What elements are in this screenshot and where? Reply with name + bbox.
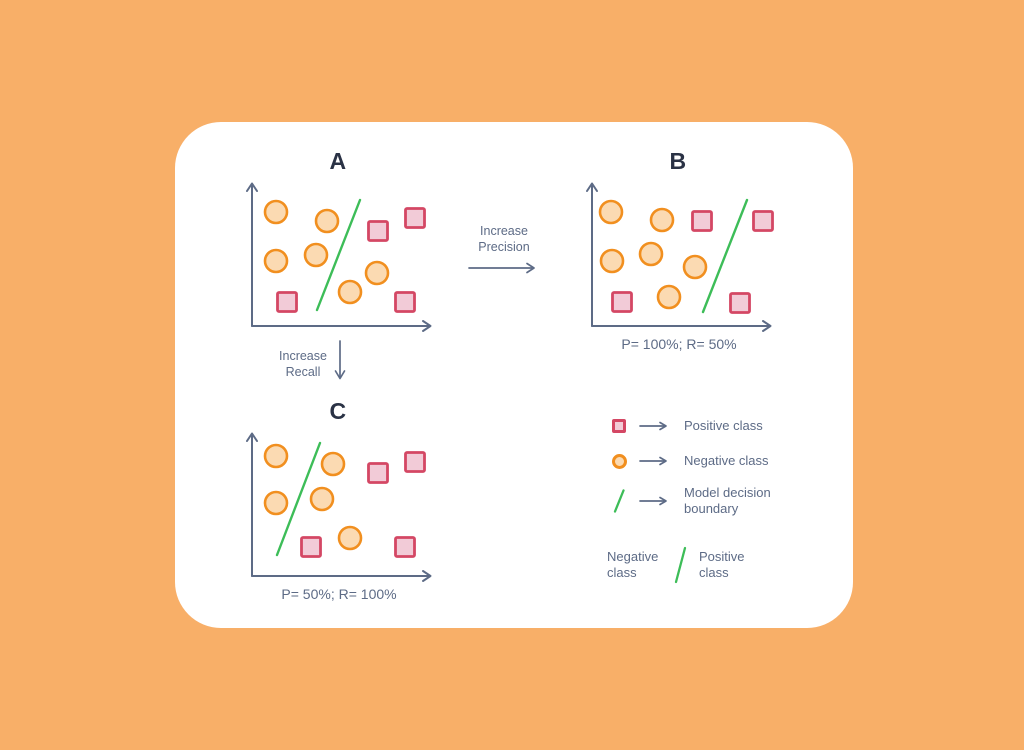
x-axis-arrowhead-icon — [422, 320, 432, 332]
negative-class-point — [314, 208, 340, 234]
negative-class-point — [649, 207, 675, 233]
negative-class-point — [364, 260, 390, 286]
negative-class-point — [263, 490, 289, 516]
y-axis-arrowhead-icon — [246, 182, 258, 192]
negative-class-point — [309, 486, 335, 512]
region-label-positive: Positive class — [699, 549, 745, 580]
negative-class-point — [263, 248, 289, 274]
legend-label-boundary: Model decision boundary — [684, 485, 771, 516]
panel-b-title: B — [669, 148, 687, 174]
negative-class-point — [337, 279, 363, 305]
flow-increase-precision: Increase Precision — [454, 224, 554, 274]
positive-class-point — [404, 451, 426, 473]
positive-class-point — [729, 292, 751, 314]
arrow-right-icon — [639, 456, 667, 466]
panel-c-plot — [246, 432, 432, 582]
positive-class-point — [404, 207, 426, 229]
infographic-card: A Increase Precision B P= 100%; R= 50% I… — [175, 122, 853, 628]
increase-recall-label: Increase Recall — [279, 349, 327, 379]
negative-class-point — [303, 242, 329, 268]
panel-b: B P= 100%; R= 50% — [583, 146, 779, 352]
decision-boundary-line — [275, 441, 322, 557]
positive-class-point — [367, 220, 389, 242]
y-axis-arrowhead-icon — [586, 182, 598, 192]
negative-class-point — [598, 199, 624, 225]
flow-increase-recall: Increase Recall — [261, 349, 345, 380]
negative-class-point — [682, 254, 708, 280]
negative-class-point — [337, 525, 363, 551]
negative-class-point — [638, 241, 664, 267]
increase-recall-arrow-icon — [334, 340, 346, 380]
legend-item-decision-boundary: Model decision boundary — [607, 485, 807, 517]
legend-item-positive-class: Positive class — [607, 415, 807, 437]
increase-precision-arrow-icon — [468, 262, 535, 274]
panel-a-title: A — [329, 148, 347, 174]
legend-label-positive: Positive class — [684, 418, 763, 433]
x-axis-arrowhead-icon — [422, 570, 432, 582]
decision-boundary-slash-icon — [674, 546, 687, 584]
decision-boundary-line — [315, 198, 362, 312]
decision-boundary-line — [701, 198, 749, 314]
region-label-negative: Negative class — [607, 549, 659, 580]
positive-class-point — [367, 462, 389, 484]
increase-precision-label: Increase Precision — [478, 224, 530, 254]
positive-class-point — [752, 210, 774, 232]
legend: Positive class Negative class Model deci… — [607, 415, 807, 585]
panel-a: A — [243, 146, 439, 332]
positive-class-point — [394, 291, 416, 313]
negative-class-point — [656, 284, 682, 310]
arrow-right-icon — [639, 496, 667, 506]
panel-b-plot — [586, 182, 774, 332]
positive-class-point — [276, 291, 298, 313]
panel-c-title: C — [329, 398, 347, 424]
negative-class-point — [599, 248, 625, 274]
panel-c-metrics: P= 50%; R= 100% — [281, 586, 397, 602]
negative-class-point — [263, 199, 289, 225]
panel-a-plot — [246, 182, 432, 332]
legend-item-negative-class: Negative class — [607, 450, 807, 472]
legend-regions: Negative class Positive class — [607, 545, 807, 585]
positive-class-point — [691, 210, 713, 232]
decision-boundary-slash-icon — [613, 489, 625, 513]
negative-class-point — [263, 443, 289, 469]
positive-class-point — [394, 536, 416, 558]
positive-class-point — [300, 536, 322, 558]
arrow-right-icon — [639, 421, 667, 431]
positive-class-point — [611, 291, 633, 313]
panel-c: C P= 50%; R= 100% — [243, 396, 439, 602]
positive-class-square-icon — [612, 419, 626, 433]
negative-class-circle-icon — [611, 453, 627, 469]
panel-b-metrics: P= 100%; R= 50% — [621, 336, 737, 352]
negative-class-point — [320, 451, 346, 477]
y-axis-arrowhead-icon — [246, 432, 258, 442]
legend-label-negative: Negative class — [684, 453, 769, 468]
x-axis-arrowhead-icon — [762, 320, 772, 332]
